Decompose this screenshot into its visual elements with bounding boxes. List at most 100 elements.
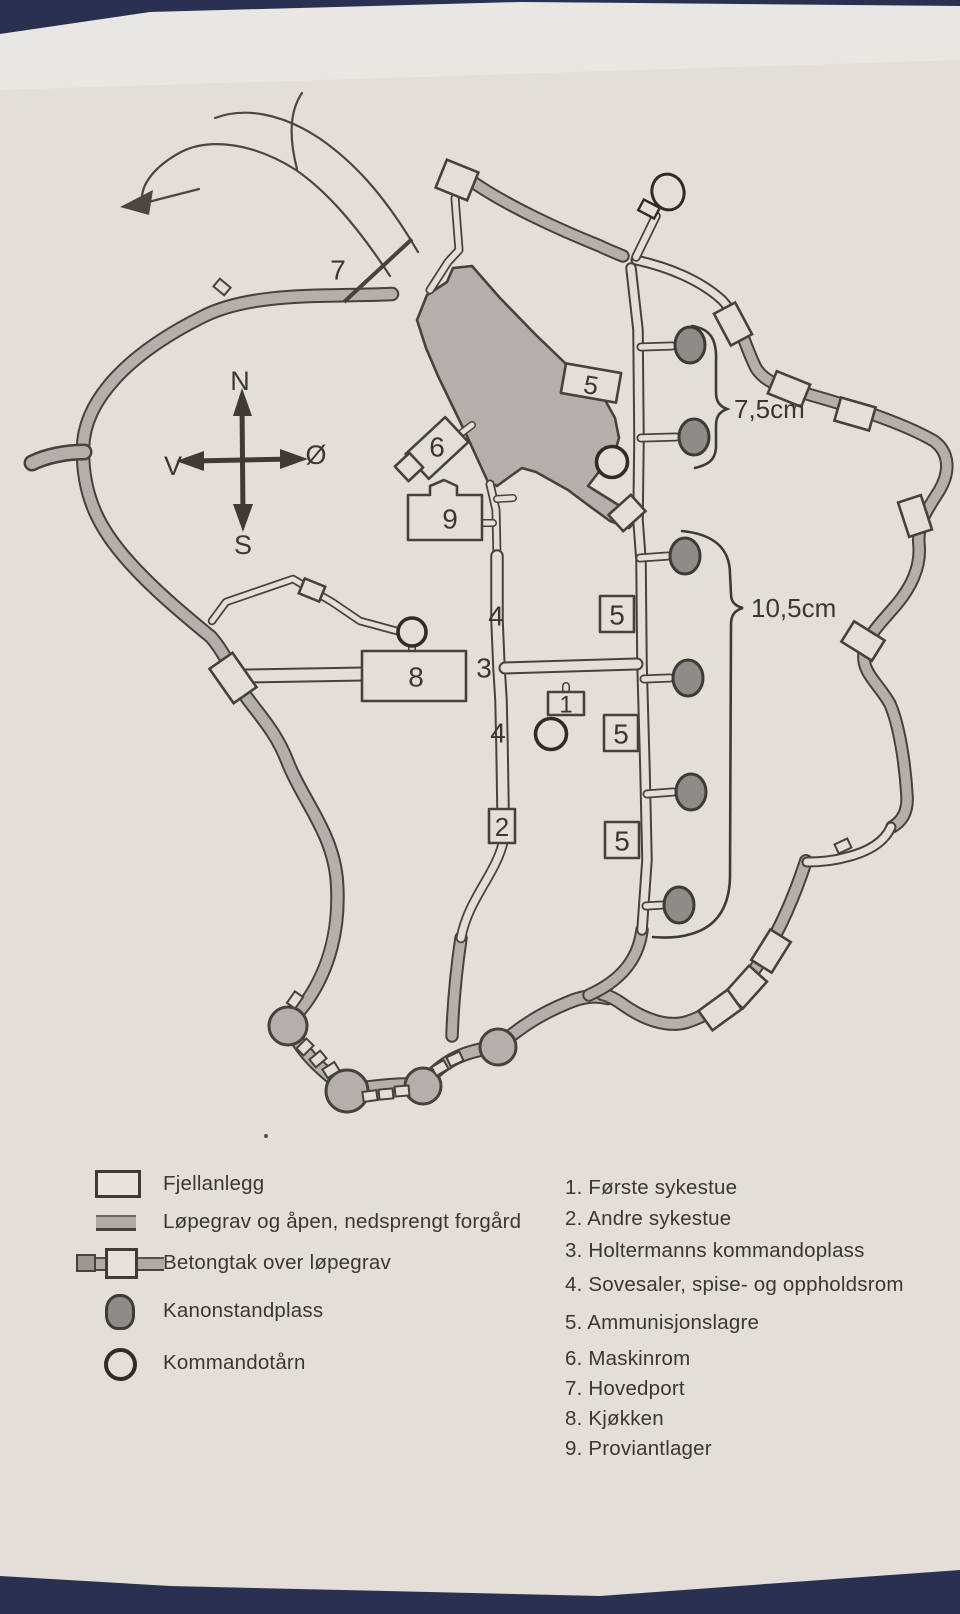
brace-105: [651, 529, 744, 939]
room-key-item: 7. Hovedport: [565, 1377, 685, 1400]
legend-label: Kommandotårn: [163, 1351, 306, 1374]
compass-axis-we: [191, 456, 295, 464]
compass-arrow-north-icon: [233, 388, 252, 416]
room-number-labels: 7 6 9 8 3 4 4 1 2 5 5 5 5: [330, 255, 630, 857]
betongtak-segment: [433, 158, 481, 202]
west-corridor: [240, 668, 370, 682]
observation-post: [650, 172, 686, 212]
label-andre-sykestue: 2: [495, 812, 509, 842]
firing-teeth: [212, 277, 853, 1104]
brace-75: [690, 324, 731, 470]
betongtak-segment: [696, 987, 744, 1033]
room-key-item: 3. Holtermanns kommandoplass: [565, 1239, 865, 1262]
betongtak-segment: [749, 927, 793, 975]
ink-speck: [264, 1134, 268, 1138]
label-ammo-3: 5: [613, 719, 629, 750]
label-ammo-1: 5: [581, 369, 600, 401]
betongtak-segment: [832, 395, 878, 433]
fjellanlegg-symbol-icon: [95, 1170, 141, 1198]
betongtak-segment: [297, 576, 327, 604]
south-trench-lobes: [267, 1005, 518, 1114]
betongtak-segment: [606, 492, 648, 534]
betongtak-symbol-icon: [76, 1248, 164, 1279]
label-ammo-4: 5: [614, 826, 630, 857]
gun-position: [674, 772, 708, 812]
command-tower: [594, 444, 630, 480]
betongtak-segments: [207, 158, 934, 1033]
gallery-trench-tail: [584, 925, 647, 1000]
gate-barrier: [342, 237, 414, 304]
label-maskinrom: 6: [429, 432, 445, 463]
trench-lobe: [478, 1027, 518, 1067]
road-edge: [213, 111, 420, 254]
tooth: [445, 1050, 465, 1068]
west-trench: [77, 288, 398, 1031]
label-sovesal-nord: 4: [488, 601, 504, 632]
ammo-box: [598, 594, 636, 634]
room-key-item: 9. Proviantlager: [565, 1437, 712, 1460]
gun-emplacements: [662, 325, 711, 925]
label-hovedport: 7: [330, 255, 346, 286]
ammo-box: [603, 820, 641, 860]
command-tower: [533, 716, 569, 752]
legend-label: Betongtak over løpegrav: [163, 1251, 391, 1274]
provisions-room: [406, 478, 484, 542]
central-corridor-neck: [487, 481, 500, 559]
compass-label-south: S: [234, 530, 252, 560]
southeast-trench: [597, 856, 811, 1029]
paper-shading: [0, 2, 960, 90]
ammo-box-north: [559, 362, 623, 404]
legend-label: Fjellanlegg: [163, 1172, 265, 1195]
compass-arrow-west-icon: [176, 451, 204, 471]
compass-label-east: Ø: [305, 440, 326, 470]
central-trench-tail: [447, 933, 466, 1041]
tooth: [285, 990, 305, 1010]
trench-lobe: [324, 1068, 370, 1114]
road-arrow-icon: [120, 190, 153, 215]
room-key-item: 4. Sovesaler, spise- og oppholdsrom: [565, 1273, 904, 1296]
label-kjokken: 8: [408, 662, 424, 693]
tooth: [377, 1087, 395, 1101]
betongtak-block: [105, 1248, 138, 1279]
stub: [409, 422, 569, 698]
room-key-item: 8. Kjøkken: [565, 1407, 664, 1430]
tooth: [321, 1060, 341, 1080]
gun-position: [671, 658, 705, 698]
gun-branch: [637, 343, 679, 909]
road-fork: [290, 91, 304, 171]
tunnel-corridors: [207, 193, 897, 944]
gun-position: [677, 417, 711, 457]
betongtak-segment: [207, 650, 259, 706]
compass-arrow-east-icon: [280, 449, 308, 469]
east-corridor: [500, 659, 642, 673]
corridor: [427, 195, 462, 293]
compass-rose: N S V Ø: [164, 366, 327, 560]
legend-label: Kanonstandplass: [163, 1299, 324, 1322]
caliber-label-105: 10,5cm: [751, 593, 836, 623]
tooth: [393, 1084, 411, 1098]
machine-room-annex: [393, 451, 425, 483]
room-key-item: 1. Første sykestue: [565, 1176, 738, 1199]
room-key-item: 5. Ammunisjonslagre: [565, 1311, 760, 1334]
sick-room-1-box: [546, 690, 586, 717]
trench-lobe: [267, 1005, 309, 1047]
rock-rooms: [360, 362, 641, 860]
command-tower: [396, 616, 428, 648]
tooth: [430, 1058, 450, 1078]
lopegrav-symbol-icon: [96, 1215, 136, 1231]
label-proviantlager: 9: [442, 504, 458, 535]
betongtak-cap: [76, 1254, 96, 1272]
compass-label-north: N: [230, 366, 250, 396]
gun-position: [662, 885, 696, 925]
betongtak-segment: [766, 369, 812, 409]
ammo-box: [602, 713, 640, 753]
compass-label-west: V: [164, 451, 182, 481]
tooth: [212, 277, 232, 297]
central-corridor-south: [457, 839, 507, 942]
kommandotarn-symbol-icon: [104, 1348, 137, 1381]
room-key-item: 6. Maskinrom: [565, 1347, 691, 1370]
sick-room-2-box: [487, 807, 517, 845]
